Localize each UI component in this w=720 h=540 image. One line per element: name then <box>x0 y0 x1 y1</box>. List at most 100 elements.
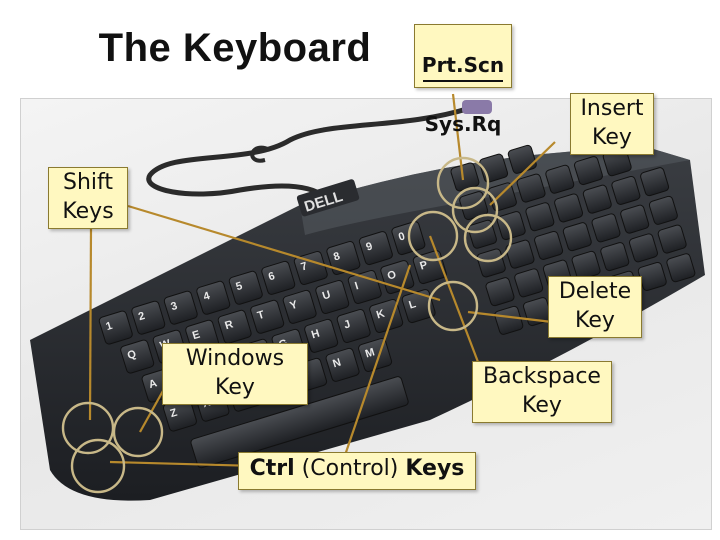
key-cap <box>325 347 360 382</box>
key-legend: E <box>191 329 202 343</box>
key-legend: 3 <box>170 300 179 313</box>
pointer-lines <box>88 93 556 468</box>
key-legend: Y <box>288 299 299 313</box>
key-y: Y <box>282 289 317 324</box>
circle-ctrl <box>70 438 126 494</box>
cluster-key <box>573 156 603 186</box>
key-legend: U <box>321 289 332 303</box>
cluster-key <box>516 173 546 203</box>
circle-prtscn <box>436 156 490 210</box>
key-2: 2 <box>131 300 166 335</box>
key-cap <box>261 260 296 295</box>
space-bar <box>190 376 409 469</box>
key-h: H <box>304 318 339 353</box>
cluster-key <box>534 230 564 260</box>
key-r: R <box>217 309 252 344</box>
circle-shift <box>61 401 115 455</box>
key-legend: M <box>364 346 376 360</box>
key-9: 9 <box>358 231 393 266</box>
key-legend: O <box>386 268 398 282</box>
key-cap <box>315 280 350 314</box>
key-q: Q <box>120 339 155 374</box>
backspace-key-callout: Backspace Key <box>472 361 612 423</box>
keys-label: Keys <box>405 456 465 481</box>
key-cap <box>131 300 166 335</box>
key-legend: H <box>310 328 321 342</box>
key-cap <box>228 270 263 305</box>
key-legend: L <box>407 298 417 312</box>
key-cap <box>217 309 252 344</box>
key-cap <box>98 310 133 345</box>
key-cap <box>304 318 339 353</box>
key-legend: 1 <box>105 320 114 333</box>
cluster-key <box>648 195 678 225</box>
cluster-key <box>496 211 526 241</box>
cluster-key <box>514 268 544 298</box>
cluster-key <box>657 224 687 254</box>
key-cap <box>358 338 393 372</box>
key-cap <box>163 290 198 325</box>
circle-insert <box>451 186 499 234</box>
cluster-key <box>666 253 696 283</box>
control-label: (Control) <box>294 456 406 481</box>
key-legend: 5 <box>235 280 244 293</box>
key-n: N <box>325 347 360 382</box>
key-legend: 7 <box>300 260 309 273</box>
cluster-key <box>628 233 658 263</box>
cluster-key <box>476 248 506 278</box>
slide-title: The Keyboard <box>98 26 372 70</box>
cluster-key <box>554 193 584 223</box>
circle-delete <box>463 213 513 263</box>
highlight-circles <box>61 156 513 494</box>
cluster-key <box>505 239 535 269</box>
windows-key-callout: Windows Key <box>162 343 308 405</box>
key-u: U <box>315 280 350 314</box>
key-legend: 6 <box>267 270 276 283</box>
circle-delete-key <box>427 280 479 332</box>
key-legend: 8 <box>332 250 341 263</box>
key-legend: 2 <box>137 310 146 323</box>
cluster-key <box>562 222 592 252</box>
insert-key-callout: Insert Key <box>570 93 654 155</box>
cluster-key <box>591 213 621 243</box>
ctrl-keys-callout: Ctrl (Control) Keys <box>238 452 476 490</box>
shift-keys-callout: Shift Keys <box>48 167 128 229</box>
key-legend: Z <box>169 407 179 421</box>
key-cap <box>196 280 231 315</box>
key-m: M <box>358 338 393 372</box>
key-5: 5 <box>228 270 263 305</box>
sysrq-label: Sys.Rq <box>424 112 502 136</box>
key-grid: 1234567890QWERTYUIOPASDFGHJKLZXCVBNM <box>98 144 696 432</box>
cluster-key <box>485 277 515 307</box>
key-cap <box>358 231 393 266</box>
cluster-key <box>494 305 524 335</box>
key-legend: R <box>223 318 234 332</box>
key-6: 6 <box>261 260 296 295</box>
key-j: J <box>336 309 371 343</box>
circle-backspace <box>407 210 459 262</box>
prtscn-callout: Prt.Scn Sys.Rq <box>414 24 512 136</box>
delete-key-callout: Delete Key <box>548 276 642 338</box>
key-cap <box>282 289 317 324</box>
key-legend: 4 <box>202 290 212 304</box>
key-1: 1 <box>98 310 133 345</box>
key-3: 3 <box>163 290 198 325</box>
key-legend: Q <box>126 348 138 362</box>
keyboard-cable <box>146 105 471 211</box>
key-7: 7 <box>293 251 328 285</box>
cluster-key <box>611 175 641 205</box>
ps2-connector <box>462 100 492 114</box>
cluster-key <box>600 242 630 272</box>
prtscn-divider <box>423 80 503 82</box>
circle-windows <box>112 406 164 458</box>
key-cap <box>336 309 371 343</box>
key-cap <box>293 251 328 285</box>
key-legend: N <box>331 357 342 371</box>
key-legend: 0 <box>397 230 406 243</box>
key-t: T <box>250 299 285 334</box>
ctrl-label: Ctrl <box>249 456 295 481</box>
key-legend: A <box>147 377 158 391</box>
key-legend: K <box>375 308 386 322</box>
